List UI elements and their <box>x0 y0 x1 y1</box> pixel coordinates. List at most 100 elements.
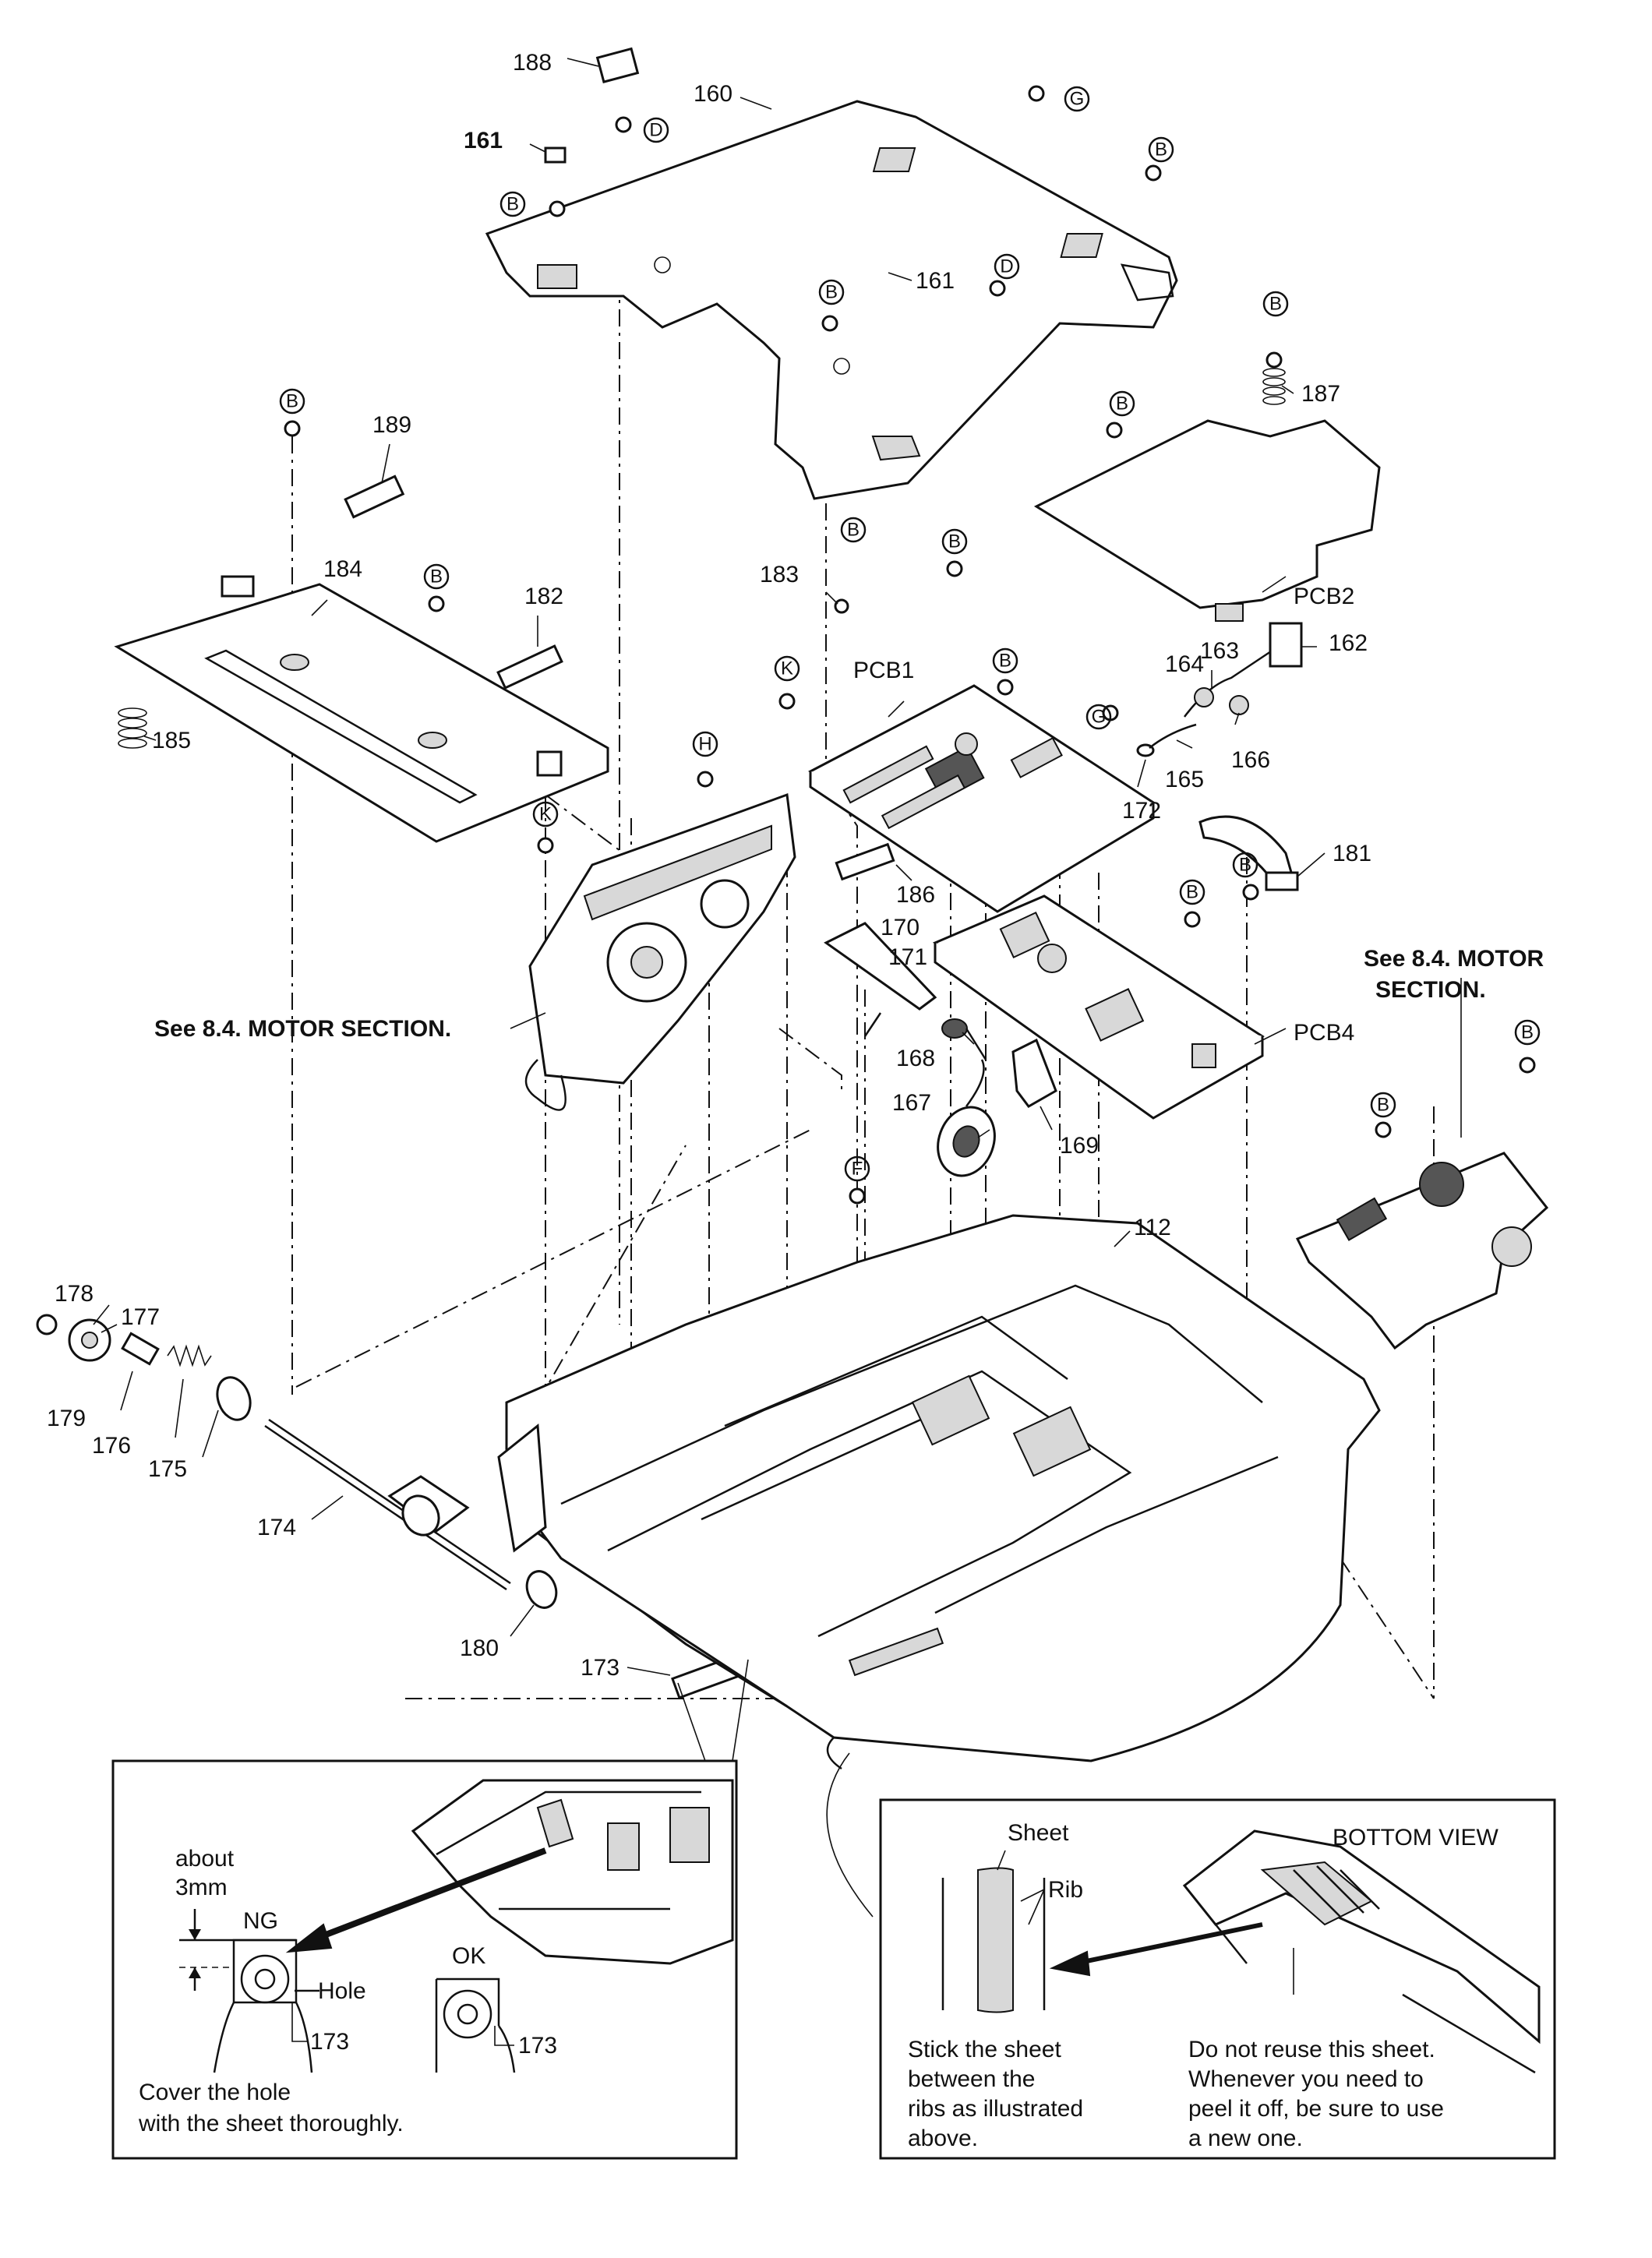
screws <box>284 85 1536 1205</box>
label-164: 164 <box>1165 651 1204 677</box>
ring-178 <box>36 1314 58 1335</box>
ref-motor-left: See 8.4. MOTOR SECTION. <box>154 1016 451 1042</box>
label-176: 176 <box>92 1433 131 1459</box>
ref-motor-right-1: See 8.4. MOTOR <box>1364 946 1544 972</box>
screw-marker-letter: B <box>430 566 443 587</box>
label-171: 171 <box>888 944 927 970</box>
inset-right-caption-2: Whenever you need to <box>1188 2066 1424 2092</box>
label-179: 179 <box>47 1406 86 1431</box>
label-pcb2: PCB2 <box>1294 584 1354 609</box>
base-cabinet-112 <box>497 1214 1381 1770</box>
marker-b: B <box>1514 1019 1541 1046</box>
screw-marker-letter: H <box>698 734 711 755</box>
pcb1-board <box>808 684 1156 913</box>
label-174: 174 <box>257 1515 296 1540</box>
label-185: 185 <box>152 728 191 753</box>
inset-left-detail: about 3mm NG Hole 173 OK 173 Cover the h… <box>111 1759 738 2160</box>
marker-b: B <box>1262 291 1289 317</box>
marker-b: B <box>840 517 867 543</box>
speaker-167 <box>937 1059 996 1177</box>
screw-marker-letter: G <box>1092 707 1107 728</box>
label-169: 169 <box>1060 1133 1099 1159</box>
label-pcb1: PCB1 <box>853 658 914 683</box>
label-182: 182 <box>524 584 563 609</box>
marker-k: K <box>532 801 559 827</box>
screw-marker-letter: B <box>1377 1095 1389 1116</box>
screw-marker-letter: B <box>1186 882 1198 903</box>
spring-176 <box>167 1344 212 1367</box>
label-170: 170 <box>881 915 920 940</box>
marker-g: G <box>1064 86 1090 112</box>
sheet-188 <box>595 47 640 83</box>
marker-g: G <box>1085 704 1112 730</box>
cushion-161 <box>544 146 567 164</box>
inset-left-caption-4: above. <box>908 2126 978 2151</box>
screw-marker-letter: B <box>825 282 838 303</box>
label-173: 173 <box>581 1655 620 1681</box>
inset-caption-1: Cover the hole <box>139 2080 291 2105</box>
ref-motor-right-2: SECTION. <box>1375 977 1486 1003</box>
screw-marker-letter: B <box>507 194 519 215</box>
screw-marker-letter: G <box>1070 89 1085 110</box>
screw-marker-letter: B <box>847 520 860 541</box>
marker-b: B <box>1109 390 1135 417</box>
screw-marker-letter: D <box>649 120 662 141</box>
inset-bottom-view: BOTTOM VIEW <box>1333 1825 1498 1851</box>
marker-k: K <box>774 655 800 682</box>
label-186: 186 <box>896 882 935 908</box>
label-112: 112 <box>1134 1215 1171 1240</box>
label-166: 166 <box>1231 747 1270 773</box>
marker-b: B <box>423 563 450 590</box>
pcb4-power-board <box>932 894 1265 1120</box>
inset-hole: Hole <box>318 1978 366 2004</box>
label-161b: 161 <box>916 268 955 294</box>
paper-guide-184 <box>114 575 609 843</box>
label-167: 167 <box>892 1090 931 1116</box>
marker-d: D <box>994 253 1020 280</box>
label-177: 177 <box>121 1304 160 1330</box>
marker-b: B <box>1370 1092 1396 1118</box>
label-172: 172 <box>1122 798 1161 824</box>
marker-h: H <box>692 731 718 757</box>
screw-marker-letter: B <box>1269 294 1282 315</box>
inset-left-caption-1: Stick the sheet <box>908 2037 1061 2062</box>
screw-markers: D G B B B D B B B B B B B K H K G B B F … <box>279 86 1541 1182</box>
inset-ok: OK <box>452 1943 485 1969</box>
label-160: 160 <box>694 81 732 107</box>
inset-ng: NG <box>243 1908 278 1934</box>
marker-f: F <box>844 1155 870 1182</box>
marker-b: B <box>818 279 845 305</box>
screw-marker-letter: B <box>1521 1022 1534 1043</box>
label-pcb4: PCB4 <box>1294 1020 1354 1046</box>
inset-caption-2: with the sheet thoroughly. <box>138 2111 404 2136</box>
marker-b: B <box>1148 136 1174 163</box>
inset-about: about <box>175 1846 235 1872</box>
label-165: 165 <box>1165 767 1204 792</box>
inset-right-caption-1: Do not reuse this sheet. <box>1188 2037 1435 2062</box>
bearing-175 <box>216 1376 252 1421</box>
screw-marker-letter: K <box>781 658 793 679</box>
label-188: 188 <box>513 50 552 76</box>
label-181: 181 <box>1333 841 1371 866</box>
screw-marker-letter: D <box>1000 256 1013 277</box>
label-161a: 161 <box>464 128 503 153</box>
motor-section-references: See 8.4. MOTOR SECTION. See 8.4. MOTOR S… <box>154 946 1544 1042</box>
marker-d: D <box>643 117 669 143</box>
connector-168 <box>941 1018 987 1060</box>
marker-b: B <box>279 388 305 415</box>
cable-163-166 <box>1149 622 1303 749</box>
inset-pointer-right <box>826 1752 874 1918</box>
label-180: 180 <box>460 1635 499 1661</box>
marker-b: B <box>941 528 968 555</box>
inset-left-caption-3: ribs as illustrated <box>908 2096 1083 2122</box>
motor-assembly-right <box>1295 1152 1549 1350</box>
marker-b: B <box>1232 852 1258 878</box>
part-labels: 188 160 161 161 189 187 184 182 183 185 … <box>47 50 1371 1681</box>
marker-b: B <box>499 191 526 217</box>
label-183: 183 <box>760 562 799 587</box>
bushing-179 <box>121 1332 160 1366</box>
screw-marker-letter: B <box>1239 855 1251 876</box>
screw-marker-letter: B <box>1155 139 1167 161</box>
label-163: 163 <box>1200 638 1239 664</box>
